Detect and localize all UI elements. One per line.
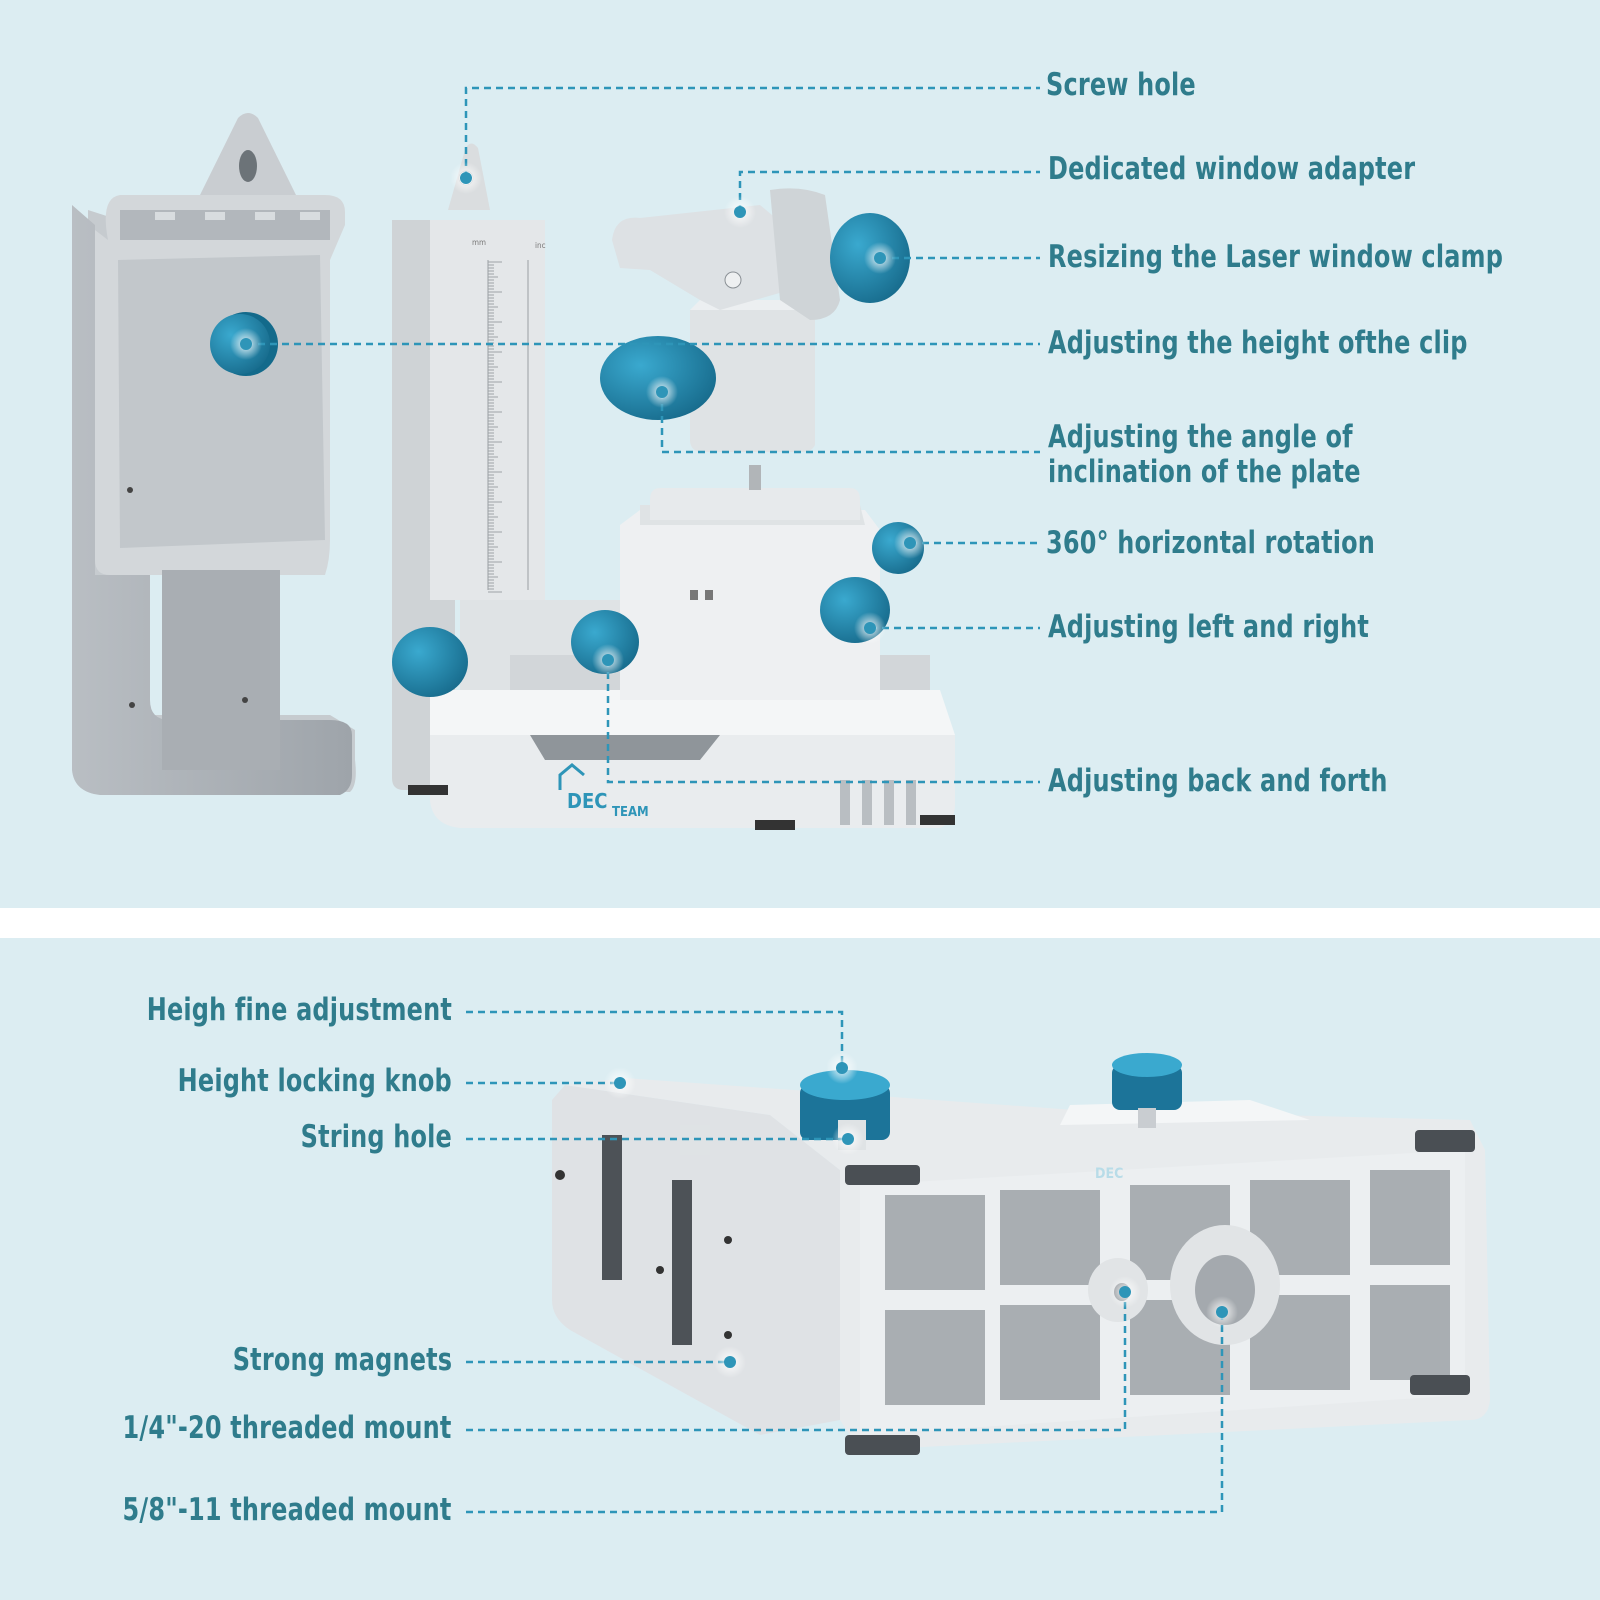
- label-string-hole: String hole: [300, 1119, 452, 1155]
- magnetic-base: DEC: [552, 1053, 1490, 1455]
- label-plate-angle: Adjusting the angle of inclination of th…: [1048, 420, 1361, 490]
- label-magnets: Strong magnets: [232, 1342, 452, 1378]
- fine-adjust-knob: [800, 1070, 890, 1150]
- label-screw-hole: Screw hole: [1046, 67, 1196, 103]
- base-knob-left: [392, 627, 468, 697]
- label-fine-adjust: Heigh fine adjustment: [146, 992, 452, 1028]
- label-back-forth: Adjusting back and forth: [1048, 763, 1388, 799]
- rear-knob: [1112, 1053, 1182, 1128]
- label-clip-height: Adjusting the height ofthe clip: [1048, 325, 1468, 361]
- label-window-clamp: Resizing the Laser window clamp: [1048, 239, 1504, 275]
- label-plate-angle-line1: Adjusting the angle of: [1048, 419, 1353, 455]
- label-left-right: Adjusting left and right: [1048, 609, 1369, 645]
- brand-logo: DEC TEAM: [558, 763, 649, 820]
- label-rotation: 360° horizontal rotation: [1046, 525, 1376, 561]
- callout-lines: [246, 86, 1224, 1514]
- label-mount-five-eighths: 5/8"-11 threaded mount: [123, 1492, 452, 1528]
- label-window-adapter: Dedicated window adapter: [1048, 151, 1416, 187]
- window-adapter: [600, 188, 910, 452]
- label-mount-quarter: 1/4"-20 threaded mount: [123, 1410, 452, 1446]
- logo-team: TEAM: [612, 805, 649, 820]
- scale-unit-inc: inc: [535, 241, 546, 250]
- callout-dots: [230, 162, 1238, 1378]
- label-plate-angle-line2: inclination of the plate: [1048, 454, 1361, 490]
- wall-plate: [72, 113, 356, 795]
- logo-dec: DEC: [567, 789, 607, 813]
- label-locking-knob: Height locking knob: [177, 1063, 452, 1099]
- bottom-logo: DEC: [1095, 1166, 1123, 1182]
- scale-unit-mm: mm: [472, 238, 486, 247]
